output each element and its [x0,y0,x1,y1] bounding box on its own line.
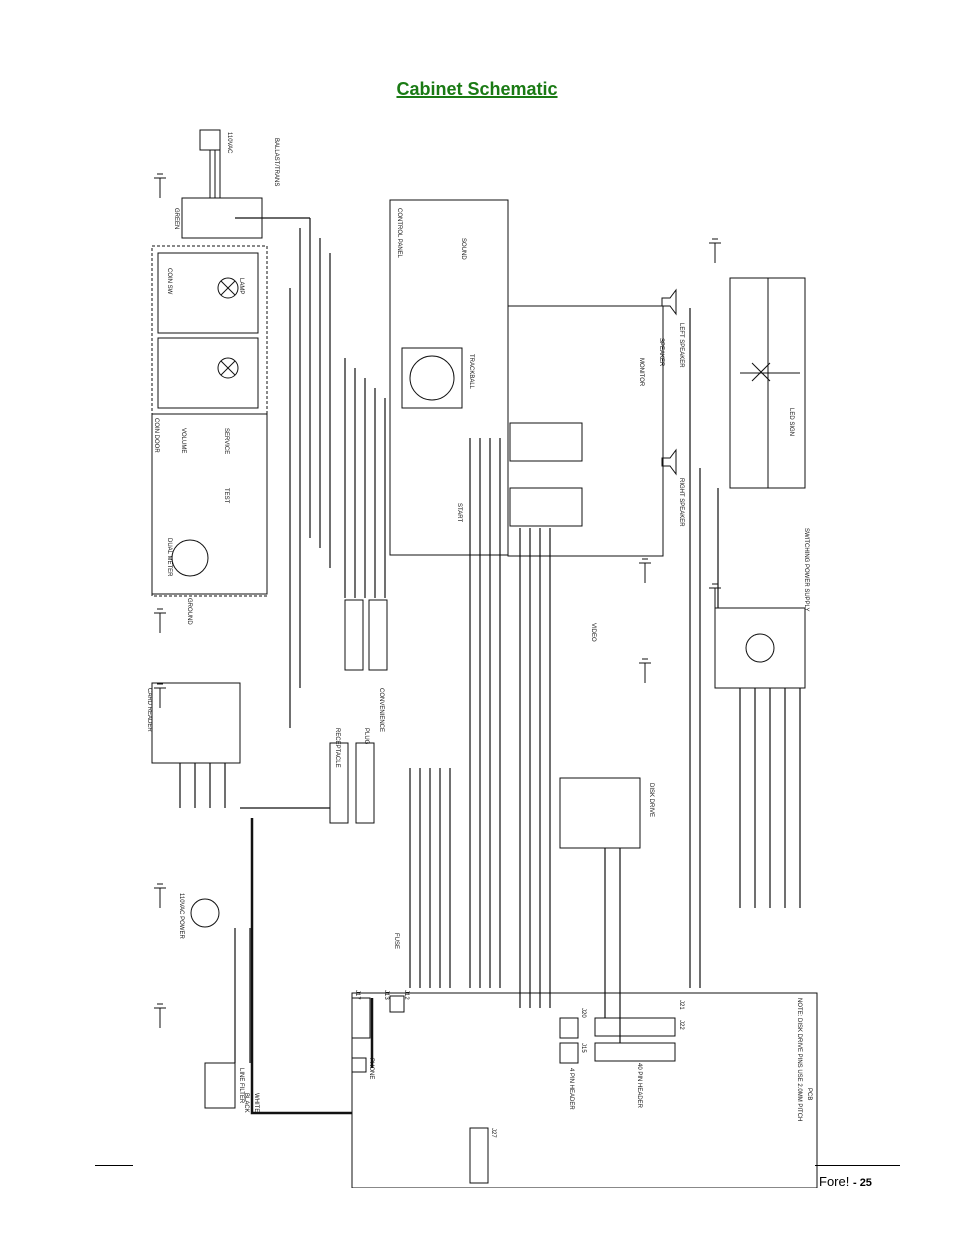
power-supply-block [714,607,806,689]
lamp-1 [217,277,239,299]
label-plug: PLUG [363,728,369,745]
coin-door-switch-box [151,413,268,595]
cabinet-schematic-diagram: BALLAST/TRANS 110VAC CONTROL PANEL COIN … [146,129,818,1188]
label-note: NOTE: DISK DRIVE PINS USE 2.0MM PITCH [796,998,802,1121]
video-connector-2 [509,487,583,527]
power-plug [745,633,775,663]
label-power-entry: 110VAC POWER [178,893,184,939]
label-j15: J15 [580,1043,586,1053]
j22-header [594,1017,676,1037]
label-test: TEST [223,488,229,504]
label-speaker: SPEAKER [658,338,664,367]
convenience-connector-left [329,742,349,824]
label-pcb: PCB [806,1088,812,1100]
label-j13: J13 [383,990,389,1000]
label-control-panel: CONTROL PANEL [396,208,402,259]
convenience-connector-right [355,742,375,824]
page-footer: Fore! - 25 [819,1174,872,1189]
label-ac110-top: 110VAC [226,132,232,154]
label-speaker-right: RIGHT SPEAKER [678,478,684,527]
label-monitor: MONITOR [638,358,644,387]
label-power-supply: SWITCHING POWER SUPPLY [803,528,809,612]
j20-header [559,1017,579,1039]
label-start: START [456,503,462,522]
label-coin-door: COIN DOOR [153,418,159,453]
top-left-connector [199,129,221,151]
j15-header [559,1042,579,1064]
j12-box [389,995,405,1013]
speaker-right [661,448,677,476]
label-convenience: CONVENIENCE [378,688,384,732]
trackball-connector-b [368,599,388,671]
label-green: GREEN [173,208,179,229]
label-j27: J27 [490,1128,496,1138]
label-receptacle: RECEPTACLE [334,728,340,768]
label-j21: J21 [678,1000,684,1010]
coin-sw-2-box [157,337,259,409]
coin-sw-1-box [157,252,259,334]
label-ballast: BALLAST/TRANS [273,138,279,186]
label-video: VIDEO [590,623,596,642]
label-dual-meter: DUAL METER [166,538,172,577]
label-white: WHITE [253,1093,259,1112]
label-j20: J20 [580,1008,586,1018]
j21-header [594,1042,676,1062]
pcb-board [351,992,818,1188]
page-title-text: Cabinet Schematic [396,79,558,99]
lamp-2 [217,357,239,379]
label-4-pin-header: 4 PIN HEADER [568,1068,574,1110]
j17-header [351,997,371,1039]
phone-jack [351,1057,367,1073]
label-sound: SOUND [460,238,466,260]
card-reader-block [151,682,241,764]
power-entry-plug [190,898,220,928]
label-volume: VOLUME [180,428,186,453]
j27-header [469,1127,489,1184]
page-title: Cabinet Schematic [0,79,954,100]
label-trackball: TRACKBALL [468,354,474,390]
label-line-filter: LINE FILTER [238,1068,244,1104]
label-j22: J22 [678,1020,684,1030]
label-speaker-left: LEFT SPEAKER [678,323,684,368]
footer-rule-left [95,1165,133,1166]
footer-rule-right [815,1165,900,1166]
dual-meter [171,539,209,577]
label-card-reader: CARD READER [146,688,152,732]
label-service: SERVICE [223,428,229,454]
label-led-sign: LED SIGN [788,408,794,436]
label-ground: GROUND [186,598,192,625]
label-disk-drive: DISK DRIVE [648,783,654,817]
speaker-left [661,288,677,316]
label-40-pin-header: 40 PIN HEADER [636,1063,642,1109]
label-coin-sw: COIN SW [166,268,172,295]
footer-page-number: - 25 [852,1177,872,1189]
trackball-block [401,347,463,409]
label-black: BLACK [243,1093,249,1113]
footer-brand: Fore! [819,1174,850,1189]
monitor-block [507,305,664,557]
video-connector-1 [509,422,583,462]
label-j12: J12 [403,990,409,1000]
label-lamp: LAMP [238,278,244,294]
label-phone: PHONE [368,1058,374,1079]
disk-drive-block [559,777,641,849]
line-filter-block [204,1062,236,1109]
label-j17: J17 [354,990,360,1000]
ground-symbols [154,173,721,1028]
trackball-connector-a [344,599,364,671]
label-fuse: FUSE [393,933,399,949]
